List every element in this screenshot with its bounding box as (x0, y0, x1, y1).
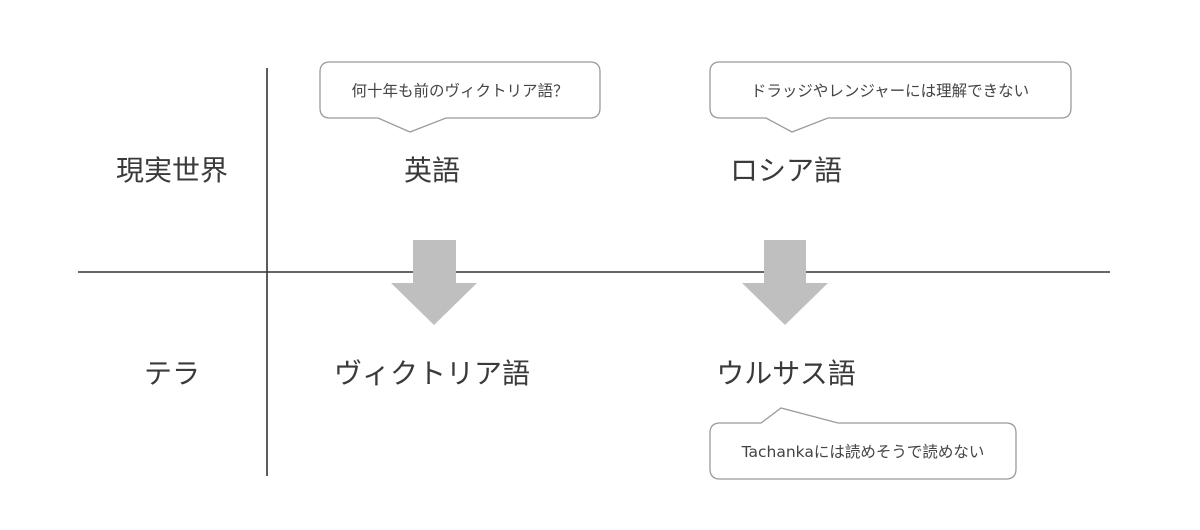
speech-bubble (709, 407, 1017, 480)
callout-russian: ドラッジやレンジャーには理解できない (709, 61, 1072, 133)
callout-english-text: 何十年も前のヴィクトリア語？ (351, 82, 568, 100)
down-arrow-icon (391, 240, 477, 325)
callout-russian-text: ドラッジやレンジャーには理解できない (751, 82, 1029, 100)
callout-ursus-text: Tachankaには読めそうで読めない (741, 443, 985, 461)
row-label-real-world: 現実世界 (116, 154, 228, 187)
callout-ursus: Tachankaには読めそうで読めない (709, 407, 1017, 480)
language-ursus: ウルサス語 (716, 357, 855, 390)
row-label-terra: テラ (144, 357, 200, 390)
callout-english: 何十年も前のヴィクトリア語？ (319, 61, 601, 133)
speech-bubble (709, 61, 1072, 133)
language-russian: ロシア語 (730, 154, 842, 187)
language-victorian: ヴィクトリア語 (334, 357, 530, 390)
speech-bubble (319, 61, 601, 133)
language-english: 英語 (404, 154, 460, 187)
down-arrow-icon (742, 240, 828, 325)
